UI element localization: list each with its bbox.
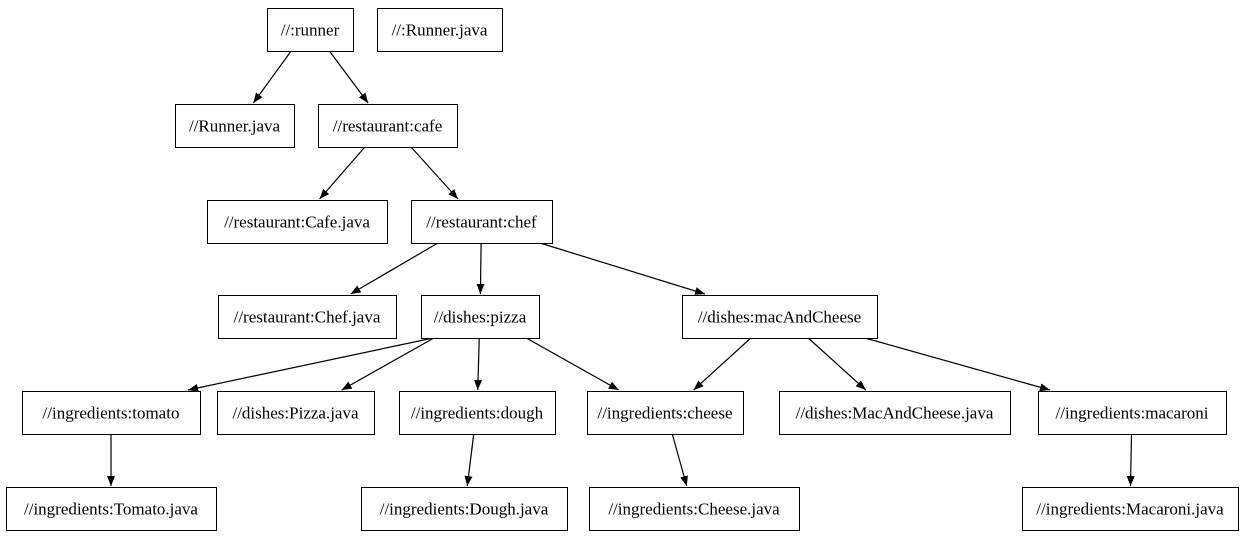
- graph-node-label-runner-java-orphan: //:Runner.java: [392, 21, 488, 40]
- graph-node-box-tomato-java: [6, 487, 217, 531]
- graph-node-box-macaroni-java: [1022, 487, 1239, 531]
- graph-edge-runner-to-runner-java: [252, 50, 292, 104]
- graph-node-label-cafe: //restaurant:cafe: [333, 117, 443, 136]
- graph-edge-cafe-to-chef: [410, 146, 459, 200]
- graph-node-label-mac-and-cheese: //dishes:macAndCheese: [698, 308, 861, 327]
- graph-node-label-runner: //:runner: [281, 21, 340, 40]
- graph-node-label-macaroni: //ingredients:macaroni: [1056, 404, 1209, 423]
- graph-node-runner-java-orphan: //:Runner.java: [377, 8, 503, 52]
- graph-node-label-pizza-java: //dishes:Pizza.java: [232, 404, 359, 423]
- graph-node-box-mac-and-cheese-java: [779, 391, 1011, 435]
- graph-node-label-runner-java: //Runner.java: [189, 117, 281, 136]
- graph-node-label-chef-java: //restaurant:Chef.java: [234, 308, 381, 327]
- graph-node-box-cafe-java: [207, 200, 388, 244]
- graph-edge-runner-to-cafe: [328, 50, 369, 104]
- graph-node-box-cafe: [318, 104, 458, 148]
- graph-node-chef-java: //restaurant:Chef.java: [218, 295, 397, 339]
- graph-edge-dough-to-dough-java: [464, 433, 475, 487]
- graph-node-runner-java: //Runner.java: [175, 104, 295, 148]
- graph-node-box-runner-java-orphan: [377, 8, 503, 52]
- graph-node-box-runner: [267, 8, 354, 52]
- graph-node-cafe-java: //restaurant:Cafe.java: [207, 200, 388, 244]
- graph-edge-pizza-to-pizza-java: [341, 337, 435, 391]
- graph-node-box-pizza: [421, 295, 540, 339]
- graph-node-box-dough-java: [361, 487, 568, 531]
- graph-node-cheese-java: //ingredients:Cheese.java: [589, 487, 800, 531]
- graph-edge-chef-to-chef-java: [350, 242, 439, 295]
- graph-node-box-dough: [399, 391, 556, 435]
- graph-node-box-tomato: [22, 391, 201, 435]
- graph-edge-chef-to-pizza: [476, 242, 485, 295]
- graph-edge-chef-to-mac-and-cheese: [539, 242, 706, 295]
- graph-node-box-macaroni: [1038, 391, 1227, 435]
- graph-node-box-cheese: [587, 391, 744, 435]
- graph-node-mac-and-cheese-java: //dishes:MacAndCheese.java: [779, 391, 1011, 435]
- graph-node-pizza: //dishes:pizza: [421, 295, 540, 339]
- graph-node-label-cheese: //ingredients:cheese: [597, 404, 732, 423]
- graph-node-tomato: //ingredients:tomato: [22, 391, 201, 435]
- graph-edge-pizza-to-dough: [474, 337, 483, 391]
- graph-node-cafe: //restaurant:cafe: [318, 104, 458, 148]
- graph-node-box-mac-and-cheese: [682, 295, 878, 339]
- graph-node-macaroni: //ingredients:macaroni: [1038, 391, 1227, 435]
- graph-node-macaroni-java: //ingredients:Macaroni.java: [1022, 487, 1239, 531]
- graph-node-label-dough-java: //ingredients:Dough.java: [380, 500, 549, 519]
- graph-node-pizza-java: //dishes:Pizza.java: [217, 391, 375, 435]
- graph-node-box-runner-java: [175, 104, 295, 148]
- graph-node-label-mac-and-cheese-java: //dishes:MacAndCheese.java: [796, 404, 994, 423]
- graph-node-label-cheese-java: //ingredients:Cheese.java: [608, 500, 780, 519]
- graph-edge-cafe-to-cafe-java: [319, 146, 366, 200]
- graph-edge-macaroni-to-macaroni-java: [1126, 433, 1135, 487]
- graph-node-chef: //restaurant:chef: [411, 200, 553, 244]
- graph-node-label-tomato: //ingredients:tomato: [43, 404, 180, 423]
- graph-node-label-tomato-java: //ingredients:Tomato.java: [24, 500, 198, 519]
- edges-layer: [107, 50, 1135, 487]
- graph-node-runner: //:runner: [267, 8, 354, 52]
- graph-node-box-pizza-java: [217, 391, 375, 435]
- graph-node-label-pizza: //dishes:pizza: [434, 308, 527, 327]
- graph-edge-pizza-to-cheese: [525, 337, 620, 391]
- graph-node-box-cheese-java: [589, 487, 800, 531]
- graph-node-box-chef-java: [218, 295, 397, 339]
- nodes-layer: //:runner //:Runner.java //Runner.java //re…: [6, 8, 1239, 531]
- graph-edge-mac-and-cheese-to-cheese: [693, 337, 752, 391]
- graph-node-tomato-java: //ingredients:Tomato.java: [6, 487, 217, 531]
- graph-edge-pizza-to-tomato: [187, 337, 434, 392]
- graph-edge-mac-and-cheese-to-mac-and-cheese-java: [807, 337, 867, 391]
- graph-node-mac-and-cheese: //dishes:macAndCheese: [682, 295, 878, 339]
- graph-node-label-chef: //restaurant:chef: [426, 213, 537, 232]
- graph-node-dough: //ingredients:dough: [399, 391, 556, 435]
- graph-node-label-cafe-java: //restaurant:Cafe.java: [224, 213, 370, 232]
- graph-edge-cheese-to-cheese-java: [671, 433, 688, 487]
- graph-node-label-dough: //ingredients:dough: [411, 404, 544, 423]
- graph-edge-mac-and-cheese-to-macaroni: [864, 337, 1051, 392]
- graph-node-dough-java: //ingredients:Dough.java: [361, 487, 568, 531]
- graph-node-label-macaroni-java: //ingredients:Macaroni.java: [1036, 500, 1224, 519]
- graph-node-cheese: //ingredients:cheese: [587, 391, 744, 435]
- graph-node-box-chef: [411, 200, 553, 244]
